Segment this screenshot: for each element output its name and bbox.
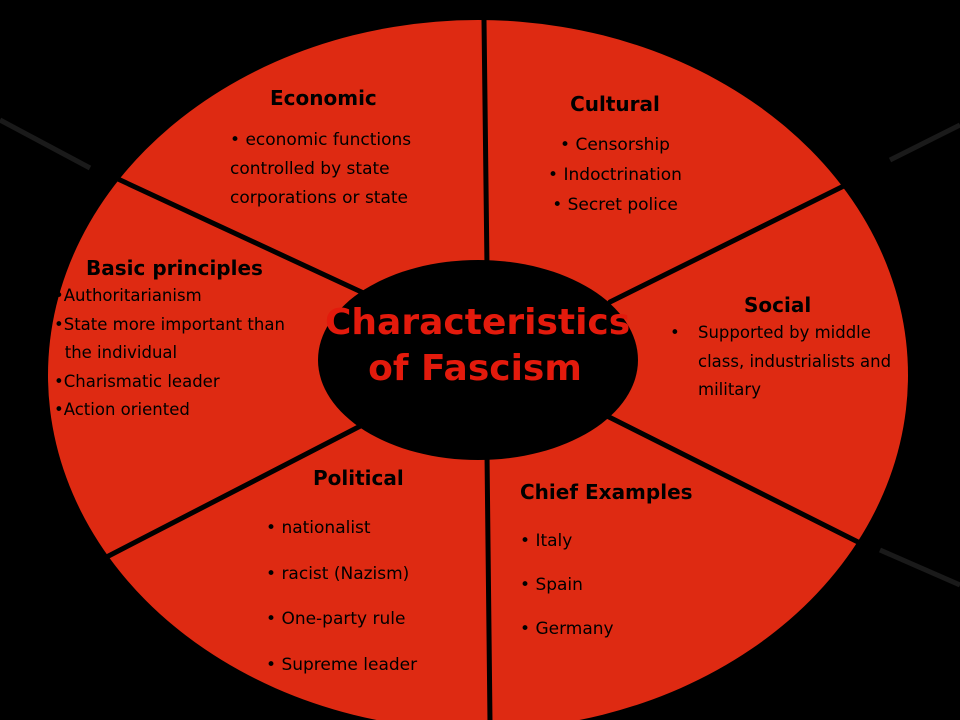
- list-item: Charismatic leader: [54, 368, 314, 397]
- section-list: Italy Spain Germany: [520, 519, 760, 651]
- section-title: Cultural: [570, 92, 660, 116]
- list-item: Action oriented: [54, 396, 314, 425]
- list-item: Indoctrination: [510, 160, 720, 190]
- list-item: controlled by state: [230, 159, 390, 179]
- center-hub: [318, 260, 638, 460]
- list-item: economic functions: [230, 126, 490, 155]
- list-item: Germany: [520, 607, 760, 651]
- section-cultural: Cultural Censorship Indoctrination Secre…: [510, 92, 720, 220]
- divider-upper-right: [607, 165, 883, 305]
- list-item: Censorship: [510, 130, 720, 160]
- section-title: Economic: [270, 86, 377, 110]
- divider-lower-right: [602, 412, 861, 545]
- section-list: economic functions controlled by state c…: [230, 126, 490, 213]
- section-title: Basic principles: [86, 256, 263, 280]
- divider-lower-left: [92, 417, 375, 566]
- section-basic-principles: Basic principles Authoritarianism State …: [54, 256, 314, 425]
- outer-ray-right: [888, 122, 960, 163]
- list-item: Italy: [520, 519, 760, 563]
- list-item: Supreme leader: [266, 643, 496, 689]
- section-chief-examples: Chief Examples Italy Spain Germany: [520, 480, 760, 651]
- section-title: Political: [313, 466, 404, 490]
- list-item: corporations or state: [230, 188, 409, 208]
- section-list: Censorship Indoctrination Secret police: [510, 130, 720, 220]
- section-title: Social: [744, 293, 812, 317]
- center-title-line-2: of Fascism: [368, 348, 582, 389]
- section-economic: Economic economic functions controlled b…: [230, 86, 490, 213]
- section-social: Social Supported by middle class, indust…: [670, 293, 910, 405]
- list-item: Spain: [520, 563, 760, 607]
- list-item: Secret police: [510, 190, 720, 220]
- center-title-line-1: Characteristics: [325, 302, 631, 343]
- section-list: nationalist racist (Nazism) One-party ru…: [266, 506, 496, 688]
- divider-upper-left: [102, 170, 373, 299]
- section-title: Chief Examples: [520, 480, 693, 504]
- list-item: Authoritarianism: [54, 282, 314, 311]
- list-item: One-party rule: [266, 597, 496, 643]
- center-title: Characteristics of Fascism: [325, 300, 631, 392]
- outer-ray-left: [0, 117, 92, 171]
- outer-ray-bottom-right: [878, 547, 960, 588]
- list-item: racist (Nazism): [266, 552, 496, 598]
- list-item: nationalist: [266, 506, 496, 552]
- section-political: Political nationalist racist (Nazism) On…: [266, 466, 496, 688]
- section-list: Authoritarianism State more important th…: [54, 282, 314, 425]
- list-item: State more important than the individual: [54, 311, 305, 368]
- section-list: Supported by middle class, industrialist…: [670, 319, 910, 405]
- list-item: Supported by middle class, industrialist…: [670, 319, 903, 405]
